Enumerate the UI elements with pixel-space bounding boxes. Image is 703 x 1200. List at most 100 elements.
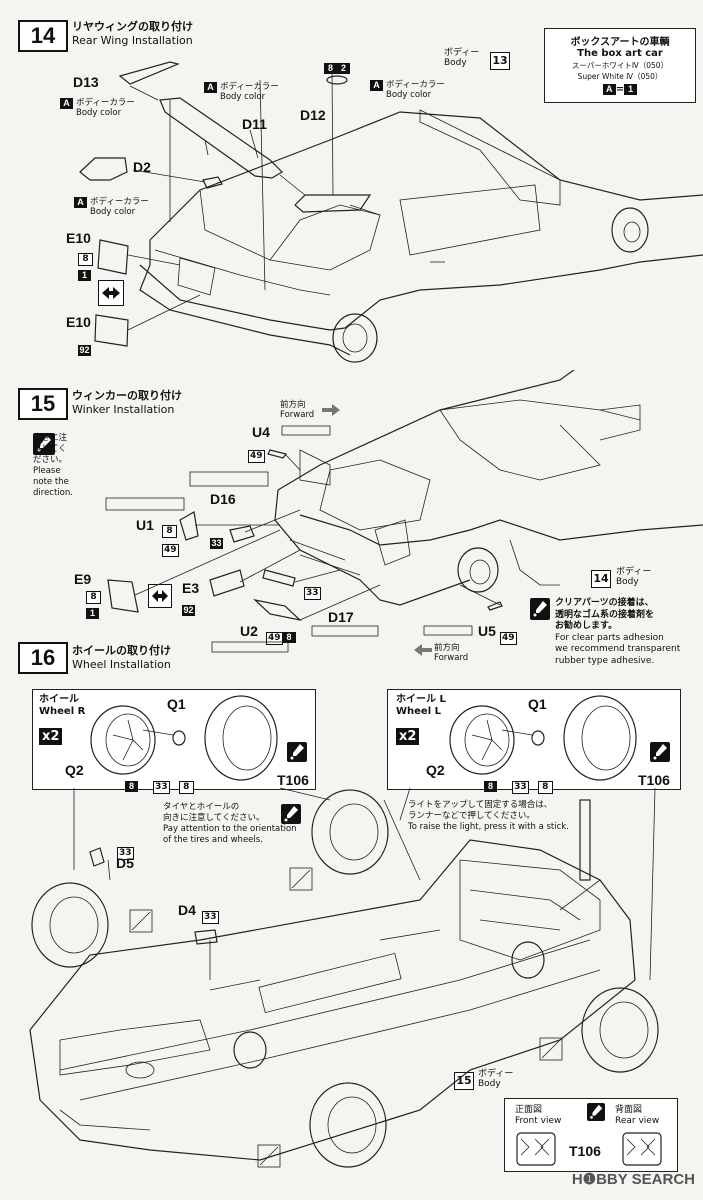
code-2: 2 <box>337 63 350 74</box>
body-ref-13: ボディー Body <box>444 48 479 68</box>
glue-icon <box>287 742 307 762</box>
body-ref-15-jp: ボディー <box>478 1069 514 1079</box>
body-color-en: Body color <box>220 92 266 102</box>
tire-note-jp-1: タイヤとホイールの <box>163 802 240 812</box>
body-color-jp: ボディーカラー <box>220 82 279 92</box>
wheel-r-drawing <box>90 695 278 781</box>
tire-view-box: 正面図 Front view 背面図 Rear view T106 <box>504 1098 678 1172</box>
part-d4: D4 <box>178 902 196 918</box>
part-u1: U1 <box>136 517 154 533</box>
body-ref-14-box: 14 <box>591 570 611 588</box>
body-color-en: Body color <box>90 207 136 217</box>
part-t106: T106 <box>569 1143 601 1159</box>
code-8: 8 <box>125 781 138 792</box>
glue-icon <box>587 1103 605 1121</box>
part-d12: D12 <box>300 107 326 123</box>
clear-note-jp-1: クリアパーツの接着は、 <box>555 598 654 608</box>
body-ref-14-en: Body <box>616 577 639 587</box>
part-q1: Q1 <box>167 696 186 712</box>
direction-note-en: Please note the direction. <box>33 466 73 498</box>
code-49: 49 <box>500 632 517 645</box>
rear-wing-drawing <box>79 61 703 363</box>
clear-note-en-1: For clear parts adhesion <box>555 632 664 643</box>
body-ref-13-jp: ボディー <box>444 48 480 58</box>
tire-note-en-1: Pay attention to the orientation <box>163 824 297 834</box>
wheel-r-en: Wheel R <box>39 706 86 717</box>
glue-icon <box>650 742 670 762</box>
wheel-l-jp: ホイール L <box>396 694 446 705</box>
direction-note-jp: 向きに注意してください。 <box>33 433 68 465</box>
body-ref-15-en: Body <box>478 1079 501 1089</box>
wheel-r-box: ホイール Wheel R x2 Q1 Q2 8 33 8 T106 <box>32 689 316 794</box>
e10-codes: 8 1 <box>78 249 93 281</box>
step-16-title-en: Wheel Installation <box>72 658 171 671</box>
code-33: 33 <box>202 911 219 924</box>
code-33: 33 <box>117 847 134 860</box>
code-8: 8 <box>282 632 296 643</box>
code-8: 8 <box>324 63 337 74</box>
body-color-en: Body color <box>76 108 122 118</box>
step-16-title-jp: ホイールの取り付け <box>72 644 171 657</box>
code-92: 92 <box>182 605 195 616</box>
clear-parts-note: クリアパーツの接着は、 透明なゴム系の接着剤を お勧めします。 For clea… <box>530 598 680 667</box>
box-art-color-en: Super White Ⅳ（050） <box>577 72 663 81</box>
code-1: 1 <box>78 270 91 281</box>
body-color-jp: ボディーカラー <box>90 197 149 207</box>
box-art-title-jp: ボックスアートの車輌 <box>570 37 670 48</box>
clear-note-jp-3: お勧めします。 <box>555 621 618 631</box>
code-33: 33 <box>304 587 321 600</box>
part-t106: T106 <box>638 772 670 788</box>
part-u4: U4 <box>252 424 270 440</box>
forward-label-bottom: 前方向 Forward <box>434 643 468 663</box>
qty-x2: x2 <box>39 728 63 745</box>
light-note-jp-1: ライトをアップして固定する場合は、 <box>408 800 553 810</box>
underside-car-drawing <box>29 787 659 1168</box>
step-16-title: ホイールの取り付け Wheel Installation <box>72 642 171 671</box>
body-ref-13-box: 13 <box>490 52 510 70</box>
step-14-title-en: Rear Wing Installation <box>72 34 193 47</box>
code-49: 49 <box>162 544 179 557</box>
part-q1: Q1 <box>528 696 547 712</box>
forward-jp: 前方向 <box>280 400 306 410</box>
paint-a-square: A <box>60 98 73 109</box>
forward-en: Forward <box>434 653 469 663</box>
body-color-jp: ボディーカラー <box>386 80 445 90</box>
light-note-jp-2: ランナーなどで押してください。 <box>408 811 535 821</box>
front-view-jp: 正面図 <box>515 1105 543 1115</box>
step-15-title-en: Winker Installation <box>72 403 175 416</box>
winker-drawing <box>105 370 703 653</box>
direction-note: 向きに注意してください。 Please note the direction. <box>33 433 73 498</box>
rear-view-jp: 背面図 <box>615 1105 643 1115</box>
body-ref-13-en: Body <box>444 58 467 68</box>
wheel-l-drawing <box>449 695 637 781</box>
step-14-number: 14 <box>18 20 68 52</box>
code-8: 8 <box>484 781 497 792</box>
part-d17: D17 <box>328 609 354 625</box>
paint-a-square: A <box>602 84 616 95</box>
tire-note-jp-2: 向きに注意してください。 <box>163 813 265 823</box>
qty-x2: x2 <box>396 728 420 745</box>
wheel-r-jp: ホイール <box>39 694 79 705</box>
box-art-title-en: The box art car <box>577 48 663 59</box>
part-t106: T106 <box>277 772 309 788</box>
forward-en: Forward <box>280 410 315 420</box>
equals-sign: = <box>615 84 625 95</box>
code-33: 33 <box>153 781 170 794</box>
part-u5: U5 <box>478 623 496 639</box>
body-ref-14-jp: ボディー <box>616 567 652 577</box>
code-33: 33 <box>210 538 223 549</box>
watermark: H❶BBY SEARCH <box>571 1171 695 1188</box>
body-ref-14: ボディー Body <box>616 567 651 587</box>
paint-1-square: 1 <box>624 84 638 95</box>
step-14-title: リヤウィングの取り付け Rear Wing Installation <box>72 18 193 47</box>
part-q2: Q2 <box>65 762 84 778</box>
part-d13: D13 <box>73 74 99 90</box>
e10b-code: 92 <box>78 338 91 357</box>
tire-tread-drawing <box>516 1132 662 1166</box>
part-e10-bottom: E10 <box>66 314 91 330</box>
part-q2: Q2 <box>426 762 445 778</box>
